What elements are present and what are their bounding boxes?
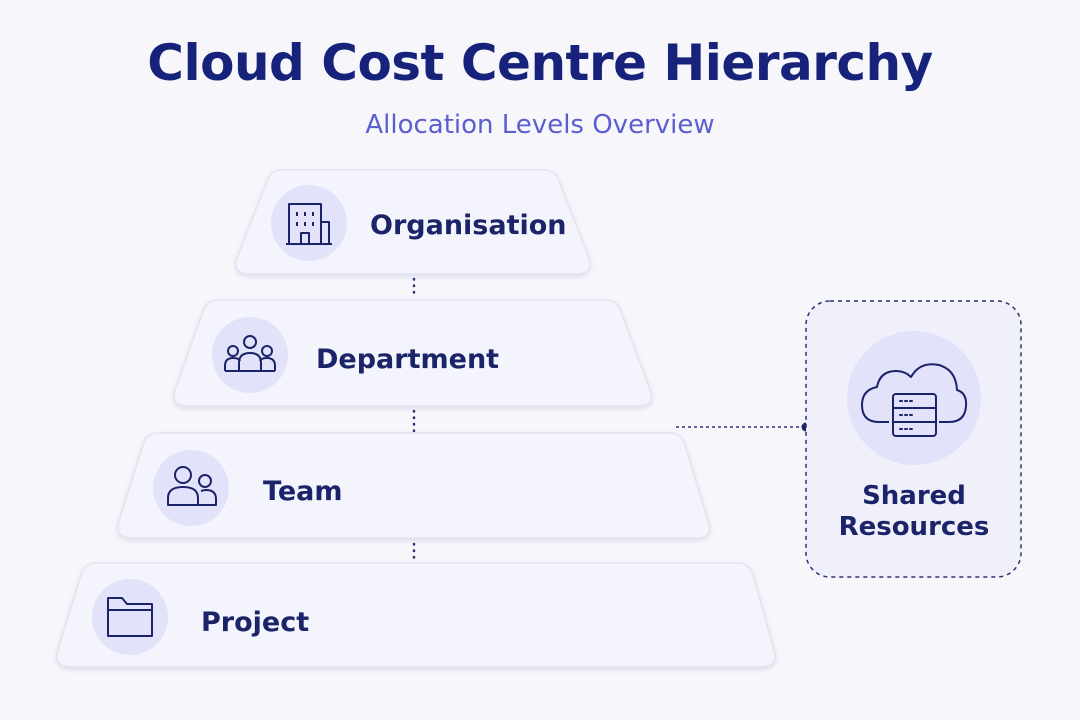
building-icon (286, 203, 332, 245)
tier-label-project: Project (201, 607, 309, 638)
tier-team[interactable]: Team (117, 432, 711, 539)
shared-label-line1: Shared (862, 481, 966, 511)
tier-label-organisation: Organisation (370, 210, 567, 241)
tier-department[interactable]: Department (173, 299, 653, 407)
shared-connector (676, 422, 811, 432)
tier-project[interactable]: Project (56, 562, 776, 668)
shared-label-line2: Resources (839, 512, 990, 542)
tier-label-department: Department (316, 344, 499, 375)
tier-label-team: Team (263, 476, 343, 507)
team-icon (167, 466, 217, 506)
cloud-server-icon (861, 363, 968, 437)
shared-resources-card[interactable]: Shared Resources (805, 300, 1022, 578)
tier-organisation[interactable]: Organisation (235, 169, 591, 275)
diagram-subtitle: Allocation Levels Overview (365, 110, 715, 140)
diagram-title: Cloud Cost Centre Hierarchy (147, 34, 933, 92)
group-icon (224, 335, 276, 372)
folder-icon (107, 597, 153, 637)
